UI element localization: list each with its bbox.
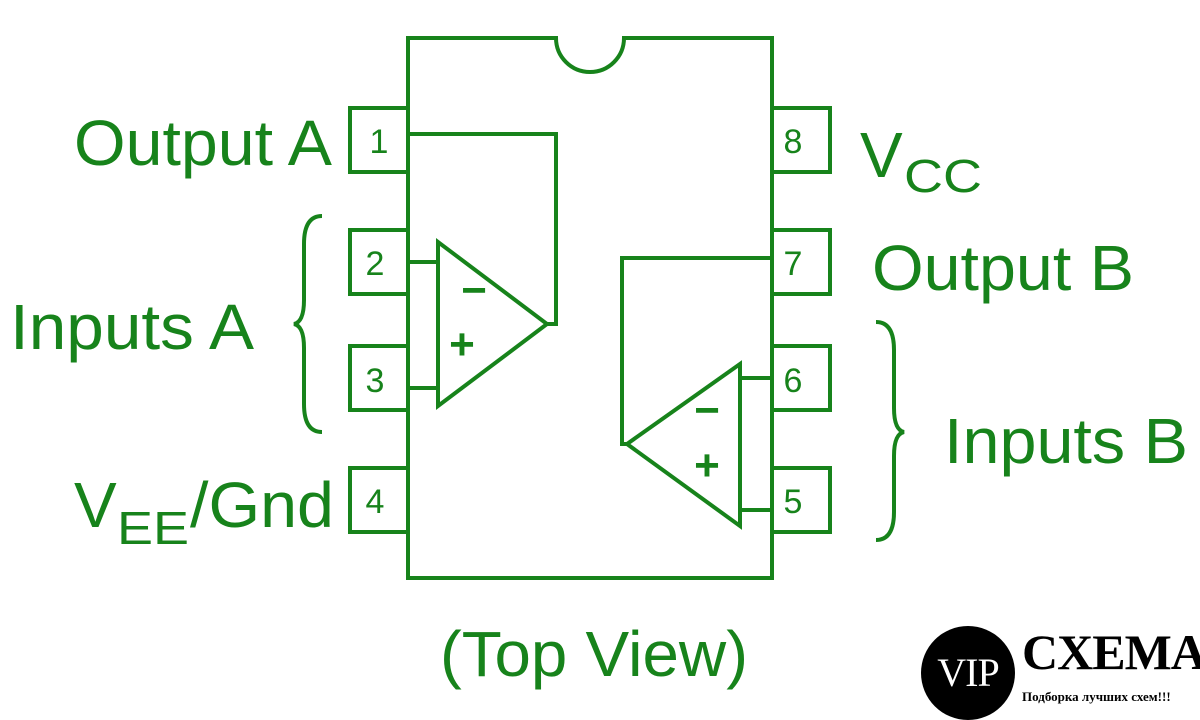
inputs-b-brace: [875, 320, 905, 542]
vip-cxema-watermark: VIP CXEMA Подборка лучших схем!!!: [918, 623, 1200, 720]
pin-7-number: 7: [784, 245, 803, 283]
top-view-caption: (Top View): [440, 618, 748, 690]
vcc-label: V CC: [860, 119, 982, 202]
ic-package-outline: [406, 36, 774, 580]
vee-subscript: EE: [117, 502, 189, 554]
pin-3-number: 3: [366, 362, 385, 400]
pin-4-box: [348, 466, 410, 534]
vee-gnd-label: V EE /Gnd: [74, 469, 334, 554]
pin-7-box: [770, 228, 832, 296]
vcc-subscript: CC: [904, 150, 982, 202]
opamp-b-triangle: [623, 360, 742, 530]
watermark-badge-text: VIP: [937, 650, 999, 695]
inputs-b-label: Inputs B: [944, 405, 1188, 477]
vee-main-text: V: [74, 469, 117, 541]
pin-4-number: 4: [366, 483, 385, 521]
watermark-site-name: CXEMA: [1022, 624, 1200, 680]
watermark-badge-circle: [921, 626, 1015, 720]
opamp-a-output-wire: [408, 132, 558, 326]
pin-6-number: 6: [784, 362, 803, 400]
inputs-a-brace: [293, 214, 323, 434]
vcc-main-text: V: [860, 119, 903, 191]
pin-3-box: [348, 344, 410, 412]
opamp-b-minus-symbol: −: [694, 386, 720, 435]
output-b-label: Output B: [872, 232, 1134, 304]
opamp-b-plus-symbol: +: [694, 441, 720, 490]
gnd-text: /Gnd: [190, 469, 334, 541]
opamp-a-minus-symbol: −: [461, 266, 487, 315]
opamp-a-triangle: [436, 237, 551, 411]
pin-2-number: 2: [366, 245, 385, 283]
pin-8-number: 8: [784, 123, 803, 161]
pin-5-box: [770, 466, 832, 534]
inputs-a-label: Inputs A: [10, 291, 254, 363]
watermark-tagline: Подборка лучших схем!!!: [1022, 689, 1171, 704]
pin-1-box: [348, 106, 410, 174]
opamp-a-plus-symbol: +: [449, 320, 475, 369]
output-a-label: Output A: [74, 107, 332, 179]
pin-8-box: [770, 106, 832, 174]
pin-1-number: 1: [370, 123, 389, 161]
pin-5-number: 5: [784, 483, 803, 521]
